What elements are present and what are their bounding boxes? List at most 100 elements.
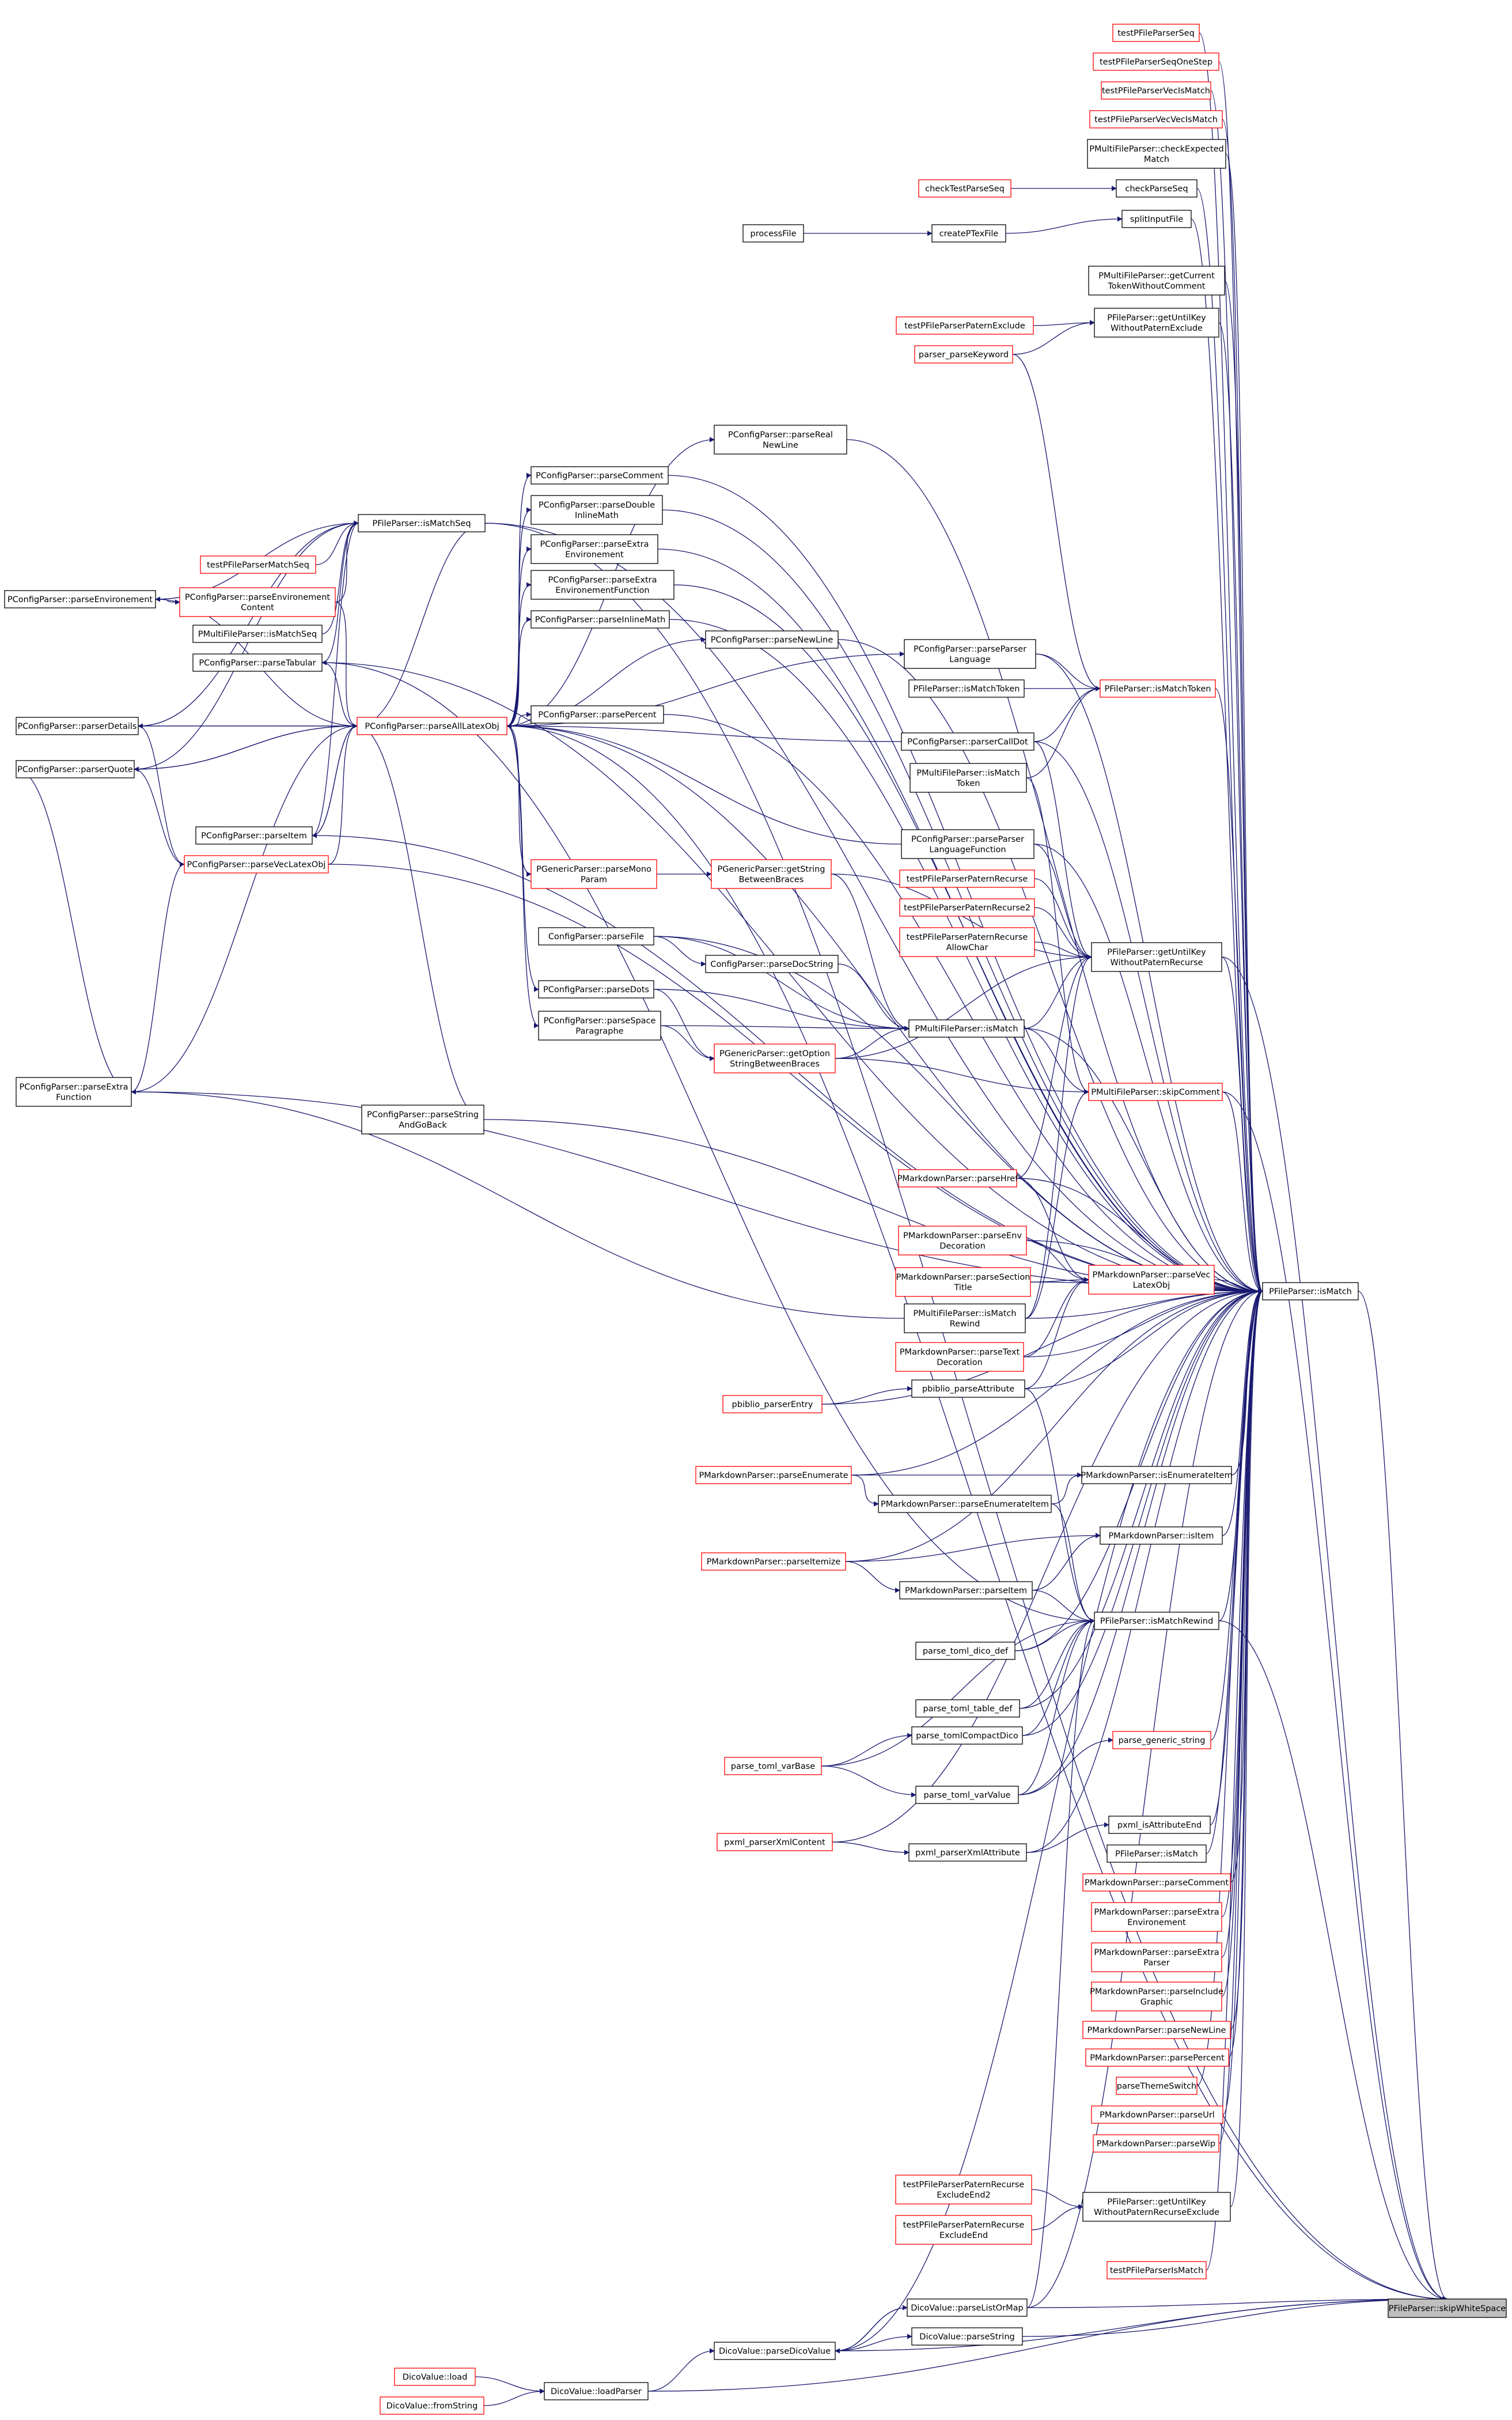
graph-node[interactable]: PConfigParser::parserCallDot — [901, 732, 1034, 751]
graph-node[interactable]: PFileParser::isMatch — [1106, 1844, 1207, 1863]
graph-node[interactable]: testPFileParserSeqOneStep — [1093, 52, 1219, 71]
graph-node[interactable]: pxml_isAttributeEnd — [1108, 1816, 1211, 1834]
graph-node[interactable]: pxml_parserXmlContent — [717, 1833, 833, 1851]
graph-node[interactable]: PFileParser::isMatchToken — [908, 679, 1025, 698]
graph-node[interactable]: PMultiFileParser::isMatchToken — [910, 763, 1027, 793]
graph-node[interactable]: parse_generic_string — [1112, 1731, 1211, 1749]
graph-node[interactable]: testPFileParserVecVecIsMatch — [1089, 110, 1223, 128]
graph-node[interactable]: PConfigParser::parseNewLine — [705, 630, 839, 649]
graph-node[interactable]: PFileParser::isMatchToken — [1100, 679, 1216, 698]
graph-node[interactable]: PGenericParser::getOptionStringBetweenBr… — [714, 1043, 836, 1073]
graph-node[interactable]: PConfigParser::parseInlineMath — [530, 610, 670, 629]
graph-node[interactable]: PConfigParser::parseComment — [530, 466, 669, 485]
graph-node[interactable]: DicoValue::parseListOrMap — [907, 2298, 1028, 2317]
graph-node[interactable]: PMarkdownParser::parseComment — [1082, 1873, 1231, 1892]
graph-node[interactable]: PFileParser::getUntilKeyWithoutPaternExc… — [1094, 308, 1219, 338]
graph-node[interactable]: splitInputFile — [1121, 210, 1192, 228]
graph-node[interactable]: checkParseSeq — [1116, 179, 1198, 198]
root-node[interactable]: PFileParser::skipWhiteSpace — [1388, 2298, 1507, 2318]
graph-node[interactable]: PFileParser::isMatchRewind — [1094, 1612, 1219, 1630]
graph-node[interactable]: checkTestParseSeq — [918, 179, 1011, 198]
graph-node[interactable]: PMarkdownParser::parsePercent — [1085, 2048, 1229, 2067]
graph-node[interactable]: PConfigParser::parserDetails — [16, 717, 139, 735]
graph-node[interactable]: testPFileParserIsMatch — [1106, 2261, 1207, 2279]
graph-node[interactable]: PMultiFileParser::getCurrentTokenWithout… — [1088, 266, 1225, 296]
graph-node[interactable]: PMarkdownParser::isItem — [1100, 1526, 1223, 1545]
graph-node[interactable]: PConfigParser::parsePercent — [530, 705, 664, 724]
graph-node[interactable]: PMultiFileParser::skipComment — [1088, 1083, 1223, 1101]
graph-node[interactable]: PMarkdownParser::parseNewLine — [1082, 2021, 1231, 2039]
graph-node[interactable]: DicoValue::load — [394, 2368, 476, 2386]
graph-node[interactable]: PConfigParser::parseItem — [195, 826, 313, 845]
graph-node[interactable]: DicoValue::parseDicoValue — [714, 2342, 836, 2360]
graph-node[interactable]: PConfigParser::parseVecLatexObj — [184, 855, 329, 874]
graph-node[interactable]: testPFileParserPaternRecurse2 — [899, 898, 1035, 917]
graph-node[interactable]: testPFileParserVecIsMatch — [1101, 81, 1211, 100]
graph-node[interactable]: pxml_parserXmlAttribute — [908, 1843, 1027, 1862]
graph-node[interactable]: DicoValue::parseString — [911, 2327, 1023, 2346]
graph-node[interactable]: PConfigParser::parseExtraEnvironementFun… — [530, 570, 674, 600]
graph-node[interactable]: PMarkdownParser::parseItem — [899, 1581, 1033, 1600]
graph-node[interactable]: parse_toml_varValue — [915, 1786, 1019, 1804]
graph-node[interactable]: PMarkdownParser::parseUrl — [1091, 2105, 1223, 2124]
graph-node[interactable]: DicoValue::fromString — [380, 2396, 484, 2415]
graph-node[interactable]: ConfigParser::parseFile — [538, 927, 654, 946]
graph-node[interactable]: PMarkdownParser::parseItemize — [701, 1552, 846, 1571]
graph-node[interactable]: pbiblio_parserEntry — [722, 1395, 823, 1413]
graph-node[interactable]: PFileParser::getUntilKeyWithoutPaternRec… — [1091, 942, 1222, 972]
graph-node[interactable]: testPFileParserPaternExclude — [896, 316, 1034, 335]
graph-node[interactable]: PFileParser::isMatchSeq — [358, 514, 486, 532]
graph-node[interactable]: parse_toml_table_def — [915, 1699, 1020, 1718]
graph-node[interactable]: processFile — [742, 224, 804, 243]
graph-node[interactable]: parse_toml_varBase — [724, 1757, 822, 1775]
graph-node[interactable]: PConfigParser::parseParserLanguageFuncti… — [901, 829, 1034, 859]
graph-node[interactable]: PConfigParser::parseEnvironement — [4, 590, 156, 608]
graph-node[interactable]: parse_toml_dico_def — [915, 1642, 1015, 1660]
graph-node[interactable]: PFileParser::getUntilKeyWithoutPaternRec… — [1082, 2192, 1231, 2222]
graph-node[interactable]: PMultiFileParser::isMatchSeq — [192, 625, 323, 643]
graph-node[interactable]: PFileParser::isMatch — [1262, 1282, 1359, 1300]
graph-node[interactable]: parser_parseKeyword — [914, 345, 1013, 364]
graph-node[interactable]: PMarkdownParser::parseWip — [1093, 2134, 1219, 2153]
graph-node[interactable]: createPTexFile — [931, 224, 1006, 243]
graph-node[interactable]: PConfigParser::parserQuote — [16, 760, 135, 778]
graph-node[interactable]: PConfigParser::parseDots — [538, 980, 654, 999]
graph-node[interactable]: PMultiFileParser::isMatchRewind — [904, 1303, 1026, 1333]
graph-node[interactable]: PConfigParser::parseAllLatexObj — [357, 717, 507, 735]
graph-node[interactable]: testPFileParserMatchSeq — [200, 555, 316, 574]
graph-node[interactable]: parseThemeSwitch — [1116, 2077, 1198, 2095]
graph-node[interactable]: PConfigParser::parseTabular — [192, 653, 323, 672]
graph-node[interactable]: PMarkdownParser::parseHref — [897, 1169, 1019, 1188]
graph-node[interactable]: PMultiFileParser::isMatch — [908, 1019, 1025, 1038]
graph-node[interactable]: PMarkdownParser::parseEnumerate — [695, 1466, 852, 1484]
graph-node[interactable]: pbiblio_parseAttribute — [911, 1379, 1025, 1398]
graph-node[interactable]: DicoValue::loadParser — [544, 2382, 649, 2400]
graph-node[interactable]: testPFileParserSeq — [1112, 24, 1200, 42]
graph-node[interactable]: parse_tomlCompactDico — [911, 1726, 1023, 1745]
graph-node[interactable]: PMarkdownParser::parseEnumerateItem — [878, 1495, 1052, 1513]
graph-node[interactable]: PMarkdownParser::parseVecLatexObj — [1088, 1265, 1215, 1295]
graph-node[interactable]: ConfigParser::parseDocString — [705, 955, 839, 973]
graph-node[interactable]: testPFileParserPaternRecurse — [899, 869, 1035, 888]
graph-node[interactable]: PMarkdownParser::isEnumerateItem — [1081, 1466, 1233, 1484]
